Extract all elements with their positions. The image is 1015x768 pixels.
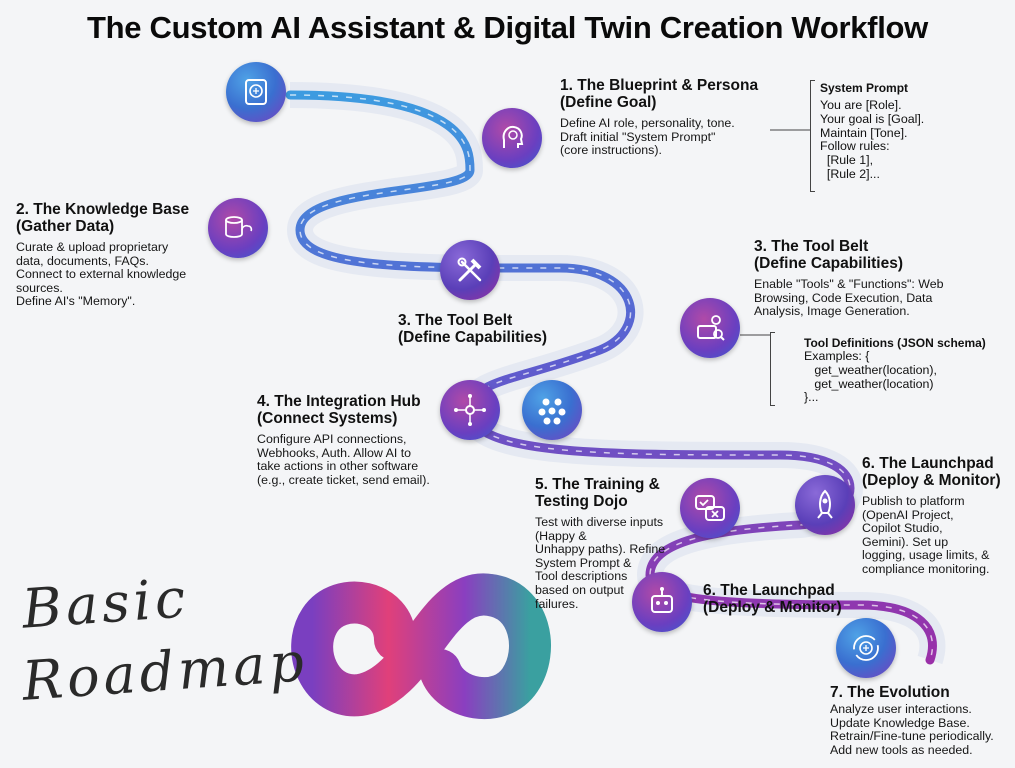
database-cloud-icon [208, 198, 268, 258]
tool-definitions-box: Tool Definitions (JSON schema) Examples:… [804, 336, 1009, 405]
step-7-text: Analyze user interactions.Update Knowled… [830, 702, 994, 757]
step-3-tool-belt-label: 3. The Tool Belt(Define Capabilities) [398, 312, 598, 346]
step-4-heading: 4. The Integration Hub(Connect Systems) [257, 393, 421, 427]
system-prompt-title: System Prompt [820, 81, 909, 95]
step-1-heading: 1. The Blueprint & Persona(Define Goal) [560, 77, 759, 111]
step-5-heading: 5. The Training &Testing Dojo [535, 476, 660, 510]
tool-definitions-lines: Examples: { get_weather(location), get_w… [804, 349, 937, 405]
step-7-heading: 7. The Evolution [830, 684, 950, 701]
infinity-logo [291, 573, 551, 719]
tool-definitions-title: Tool Definitions (JSON schema) [804, 336, 986, 350]
rocket-icon [795, 475, 855, 535]
step-3-tool-belt: 3. The Tool Belt(Define Capabilities) En… [754, 238, 1004, 319]
step-5-text: Test with diverse inputs(Happy &Unhappy … [535, 515, 666, 611]
step-1-blueprint: 1. The Blueprint & Persona(Define Goal) … [560, 77, 775, 158]
head-brain-icon [482, 108, 542, 168]
step-6-launchpad-label: 6. The Launchpad(Deploy & Monitor) [703, 582, 873, 616]
robot-icon [632, 572, 692, 632]
step-3-label-heading: 3. The Tool Belt(Define Capabilities) [398, 312, 547, 346]
step-4-integration-hub: 4. The Integration Hub(Connect Systems) … [257, 393, 472, 487]
hammer-wrench-icon [440, 240, 500, 300]
step-2-knowledge-base: 2. The Knowledge Base(Gather Data) Curat… [16, 201, 216, 309]
step-1-text: Define AI role, personality, tone.Draft … [560, 116, 735, 158]
network-hub-icon [440, 380, 500, 440]
page-title: The Custom AI Assistant & Digital Twin C… [87, 10, 928, 45]
step-6-text: Publish to platform(OpenAI Project,Copil… [862, 494, 990, 576]
toolbox-gear-icon [680, 298, 740, 358]
step-3-heading: 3. The Tool Belt(Define Capabilities) [754, 238, 903, 272]
system-prompt-lines: You are [Role]. Your goal is [Goal]. Mai… [820, 98, 925, 181]
system-prompt-box: System Prompt You are [Role]. Your goal … [820, 81, 1010, 182]
step-6-label-heading: 6. The Launchpad(Deploy & Monitor) [703, 582, 842, 616]
scroll-brain-icon [226, 62, 286, 122]
step-4-text: Configure API connections,Webhooks, Auth… [257, 432, 430, 487]
step-6-heading: 6. The Launchpad(Deploy & Monitor) [862, 455, 1001, 489]
handwritten-basic: Basic [20, 566, 192, 641]
tool-definitions-bracket [770, 332, 775, 406]
step-2-heading: 2. The Knowledge Base(Gather Data) [16, 201, 190, 235]
step-6-launchpad: 6. The Launchpad(Deploy & Monitor) Publi… [862, 455, 1012, 577]
step-5-training-dojo: 5. The Training &Testing Dojo Test with … [535, 476, 695, 611]
app-cluster-icon [522, 380, 582, 440]
brain-cycle-icon [836, 618, 896, 678]
chat-feedback-icon [680, 478, 740, 538]
step-7-evolution: 7. The Evolution Analyze user interactio… [830, 684, 1012, 757]
system-prompt-bracket [810, 80, 815, 192]
